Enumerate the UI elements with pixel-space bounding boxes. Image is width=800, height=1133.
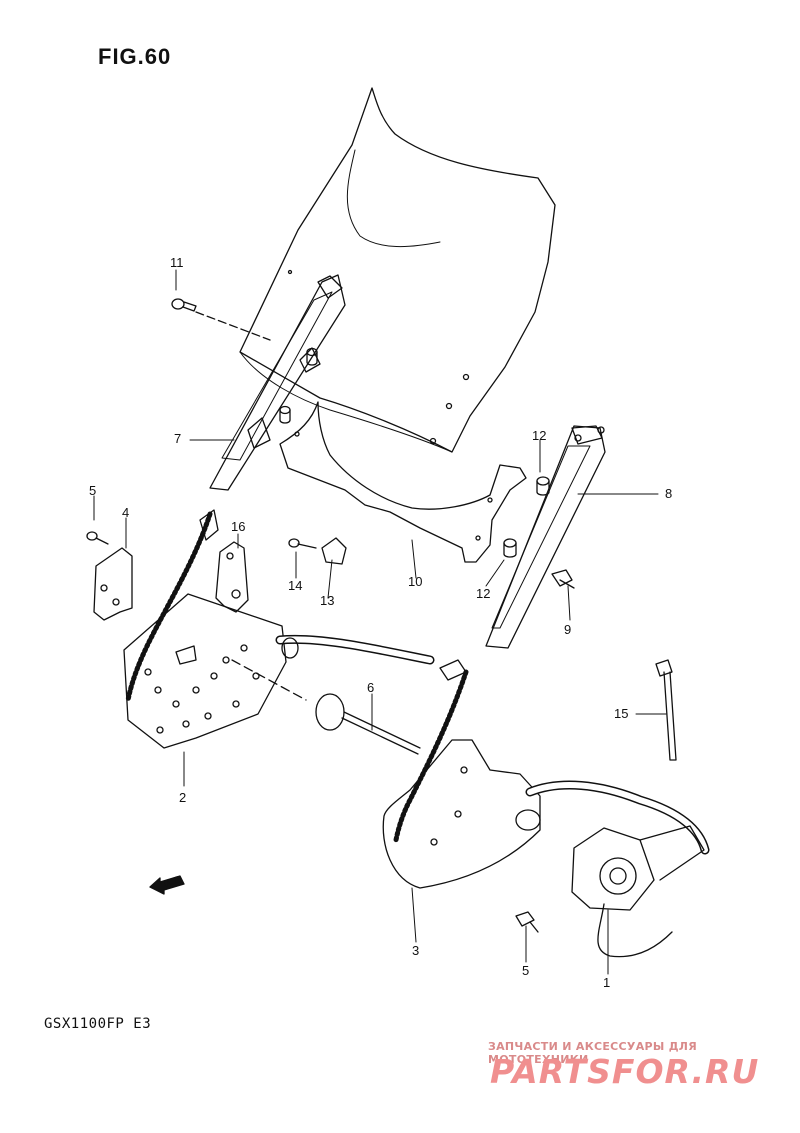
drive-shaft (231, 659, 421, 755)
callout-12-lower: 12 (476, 586, 491, 601)
bolt-5-upper (86, 531, 109, 545)
callout-11: 11 (170, 255, 184, 270)
assembly-line (195, 311, 271, 341)
rail-left (209, 274, 346, 491)
collar-upper (536, 476, 550, 496)
callout-8: 8 (665, 486, 673, 501)
callout-4: 4 (122, 505, 130, 520)
callout-9: 9 (564, 622, 572, 637)
windscreen (239, 87, 556, 453)
screen-lower-panel (279, 401, 527, 563)
callout-3: 3 (412, 943, 420, 958)
model-code: GSX1100FP E3 (44, 1016, 152, 1032)
bracket-16 (215, 541, 249, 613)
callout-16: 16 (231, 519, 246, 534)
motor-unit (571, 825, 705, 958)
callout-15: 15 (614, 706, 629, 721)
bracket-4 (93, 547, 133, 621)
drive-cable-right (393, 659, 469, 843)
cable-tie (655, 659, 677, 761)
screw-14 (288, 538, 317, 549)
rail-right (485, 425, 606, 649)
gear-housing (382, 739, 710, 889)
watermark-tagline: ЗАПЧАСТИ И АКСЕССУАРЫ ДЛЯ МОТОТЕХНИКИ (488, 1040, 698, 1066)
callout-12-upper: 12 (532, 428, 547, 443)
callout-10: 10 (408, 574, 423, 589)
callout-14: 14 (288, 578, 303, 593)
callout-13: 13 (320, 593, 335, 608)
figure-title: FIG.60 (98, 44, 172, 69)
callout-1: 1 (603, 975, 611, 990)
leader-lines (93, 269, 667, 975)
callout-5: 5 (89, 483, 97, 498)
callout-2: 2 (179, 790, 187, 805)
screw-11 (171, 298, 197, 312)
clip-13 (321, 537, 347, 565)
watermark-logo: PARTSFOR.RU (490, 1052, 760, 1091)
adjuster-plate (123, 593, 287, 749)
callout-6: 6 (367, 680, 375, 695)
collars-left (279, 347, 318, 424)
drive-cable-left (125, 509, 219, 703)
callout-5-lower: 5 (522, 963, 530, 978)
callout-7: 7 (174, 431, 182, 446)
bolt-9 (551, 569, 575, 589)
hose (275, 634, 435, 665)
forward-arrow-icon: FWD (149, 875, 185, 895)
collar-lower (503, 538, 517, 558)
bolt-5-lower (515, 911, 539, 933)
